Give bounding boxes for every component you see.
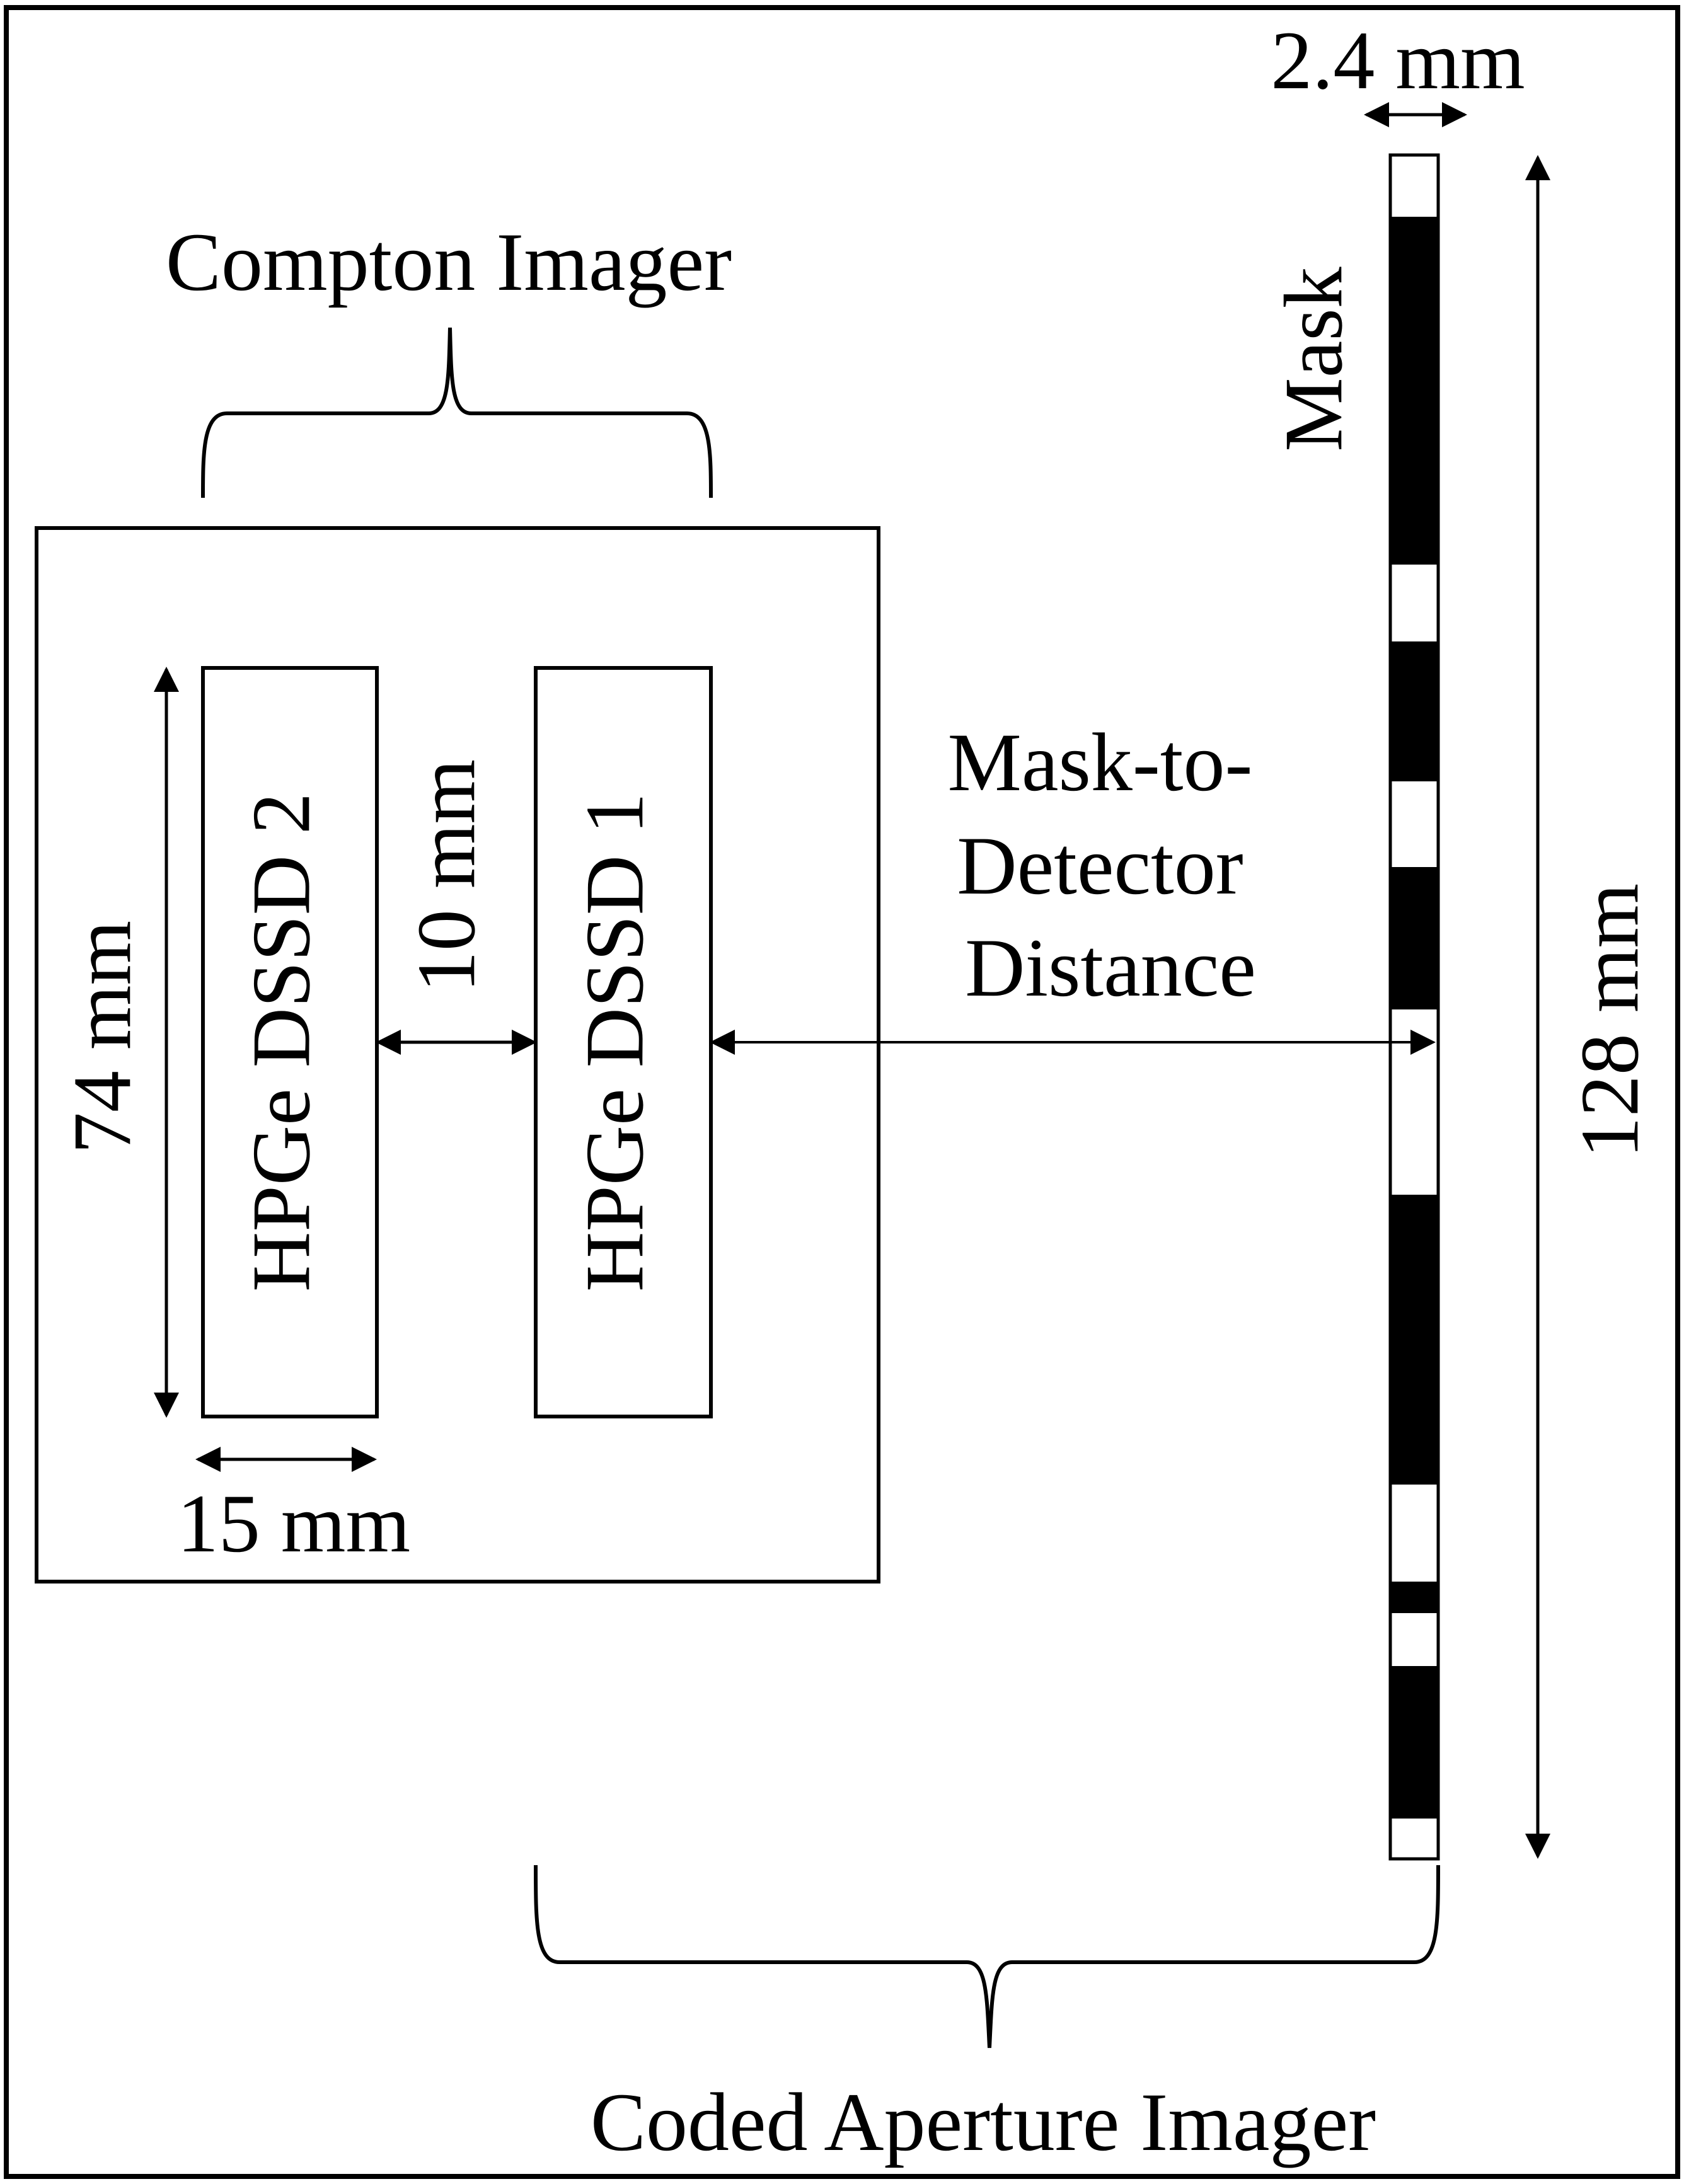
- detector-thickness-label: 15 mm: [177, 1477, 410, 1570]
- outer-frame: [4, 5, 1680, 2179]
- mask: [1388, 153, 1440, 1861]
- detector-1-label: HPGe DSSD 1: [568, 793, 660, 1292]
- mask-element: [1390, 641, 1438, 781]
- coded-aperture-label: Coded Aperture Imager: [591, 2076, 1376, 2168]
- mask-element: [1390, 1666, 1438, 1819]
- detector-height-label: 74 mm: [55, 921, 148, 1154]
- mask-thickness-label: 2.4 mm: [1271, 14, 1525, 106]
- compton-imager-brace: [201, 327, 713, 498]
- mask-to-detector-line-1: Mask-to-: [948, 716, 1253, 808]
- mask-height-label: 128 mm: [1563, 883, 1656, 1158]
- mask-element: [1390, 1582, 1438, 1613]
- mask-element: [1390, 217, 1438, 565]
- detector-spacing-label: 10 mm: [400, 759, 492, 992]
- mask-to-detector-label: Mask-to- Detector Distance: [948, 716, 1274, 1014]
- mask-to-detector-line-2: Detector: [957, 819, 1243, 912]
- mask-to-detector-line-3: Distance: [965, 921, 1256, 1014]
- mask-element: [1390, 1195, 1438, 1485]
- compton-imager-box: [35, 526, 880, 1583]
- detector-2-label: HPGe DSSD 2: [234, 793, 327, 1292]
- mask-element: [1390, 867, 1438, 1009]
- mask-label: Mask: [1267, 267, 1359, 451]
- compton-imager-label: Compton Imager: [166, 216, 732, 308]
- coded-aperture-brace: [534, 1865, 1440, 2049]
